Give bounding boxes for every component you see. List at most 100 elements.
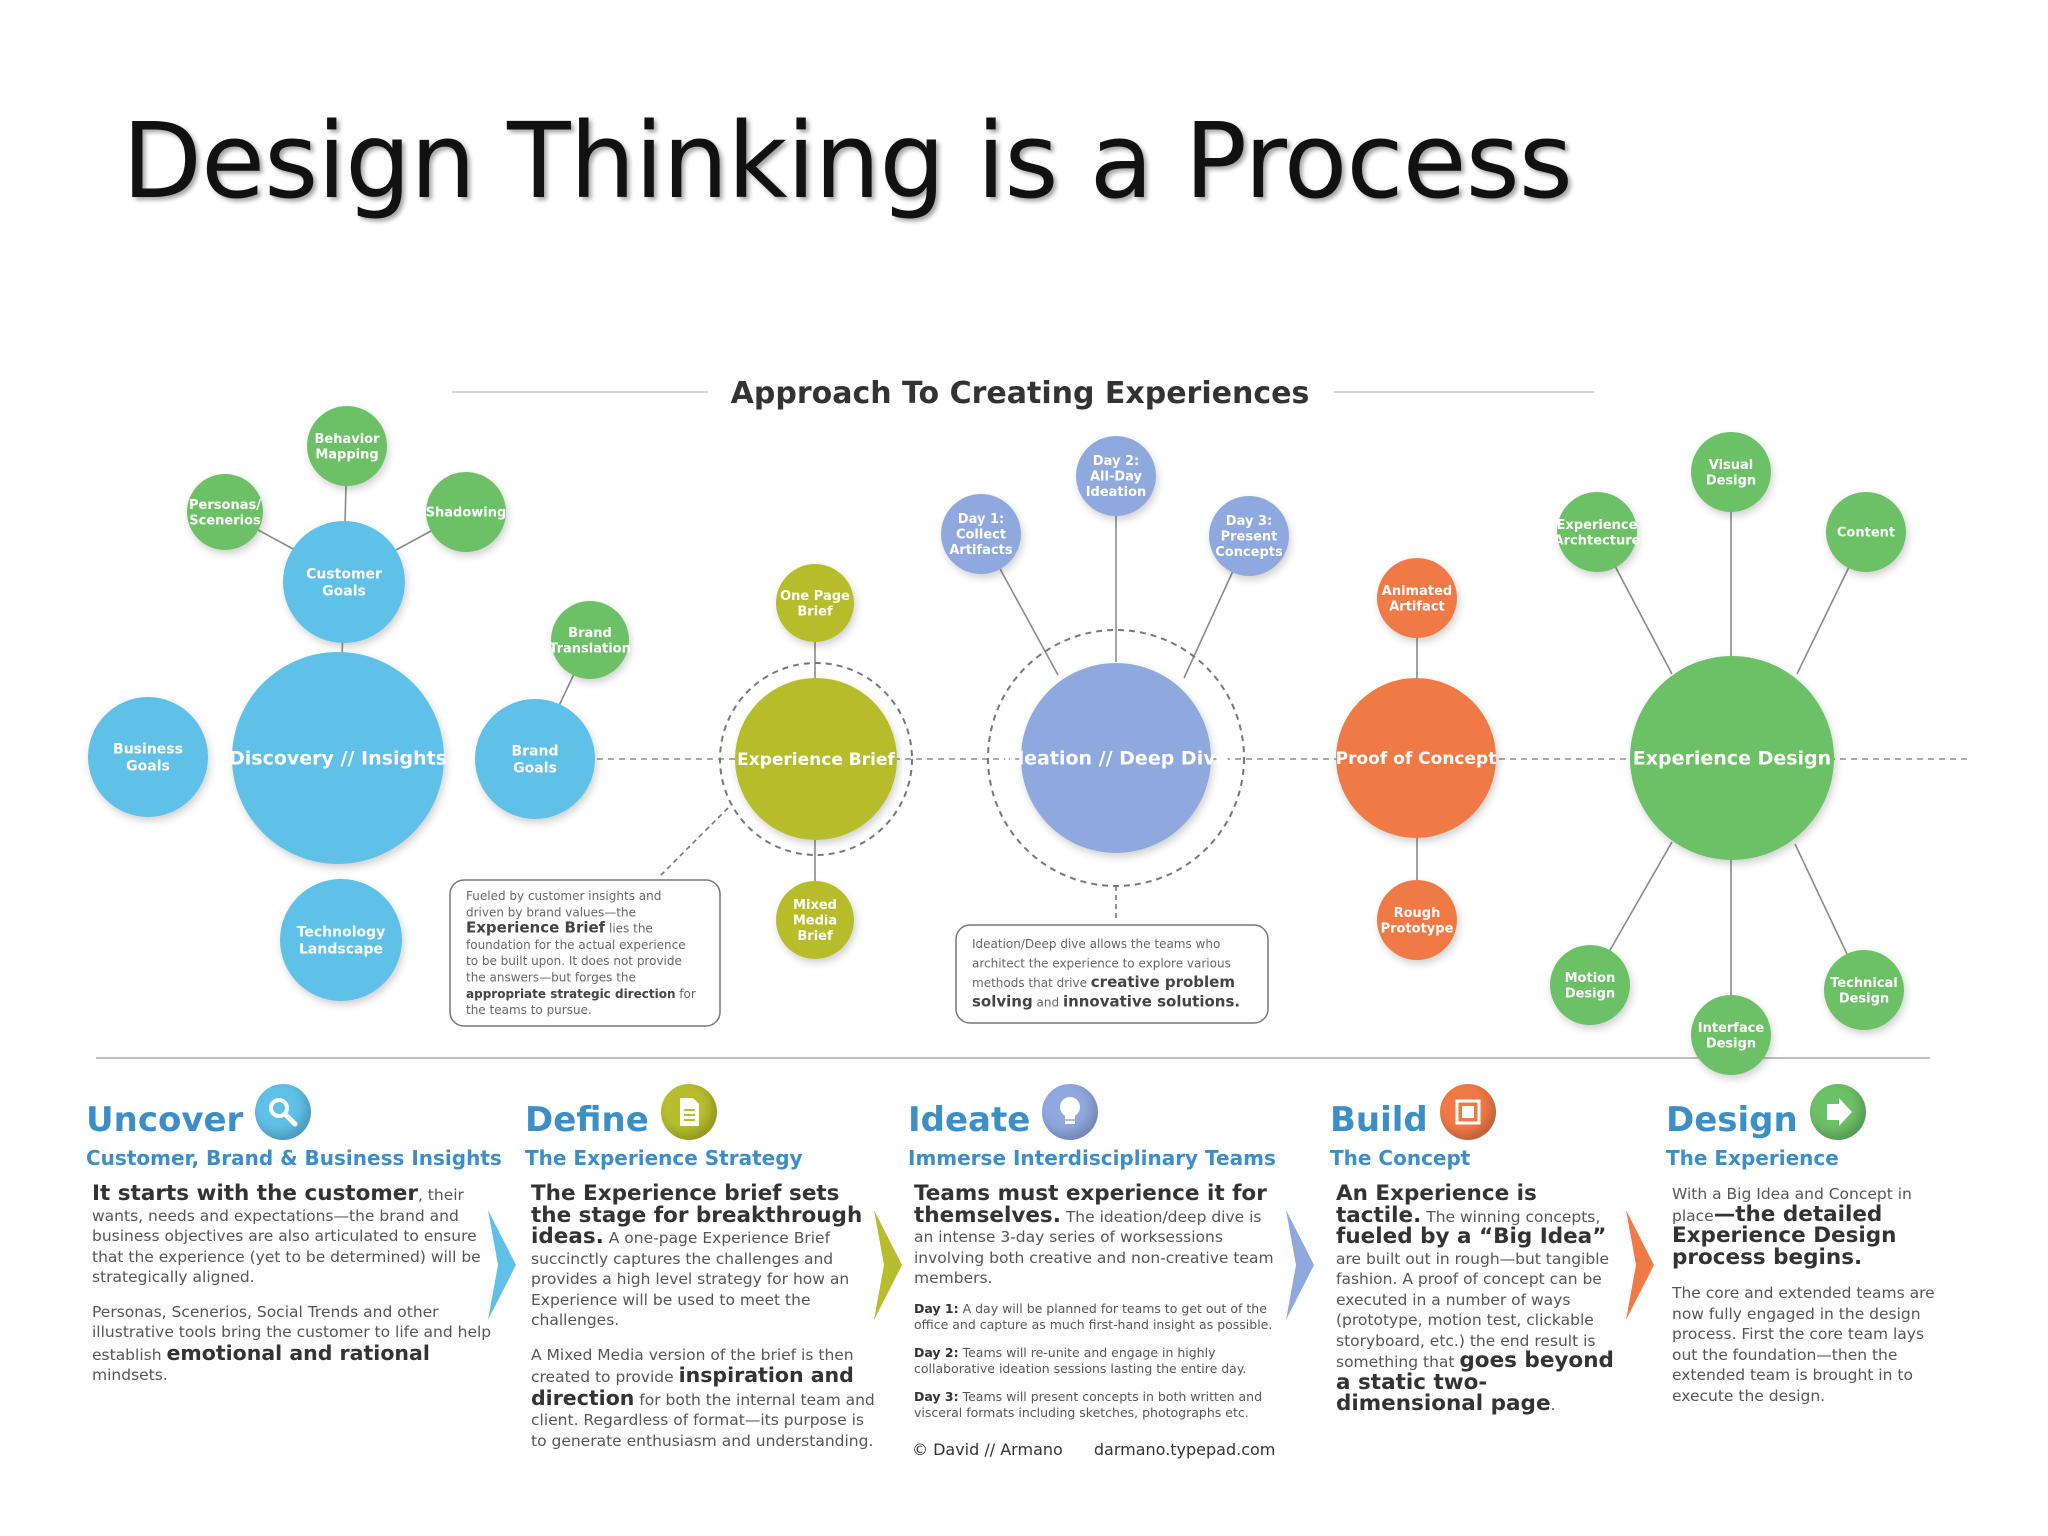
node-label: Ideation bbox=[1086, 485, 1147, 500]
node-bubble bbox=[1377, 880, 1457, 960]
callout-line: appropriate strategic direction for bbox=[466, 987, 696, 1001]
node-bubble bbox=[1209, 496, 1289, 576]
node-label: Brief bbox=[797, 929, 833, 944]
node-label: Design bbox=[1565, 986, 1615, 1001]
node-bubble bbox=[475, 699, 595, 819]
frame-icon bbox=[1439, 1084, 1496, 1140]
chevron-right-icon bbox=[1286, 1210, 1314, 1320]
credit-line: © David // Armano darmano.typepad.com bbox=[912, 1440, 1275, 1459]
hub-label: Experience Brief bbox=[737, 750, 895, 770]
hub-bubble bbox=[1021, 663, 1211, 853]
node-bubble bbox=[776, 564, 854, 642]
phase-body: Teams must experience it for themselves.… bbox=[908, 1181, 1278, 1421]
node-bubble bbox=[426, 472, 506, 552]
hub-proof-of-concept: Proof of Concept bbox=[1336, 678, 1497, 838]
callout-line: architect the experience to explore vari… bbox=[972, 957, 1231, 971]
node-label: Content bbox=[1837, 526, 1895, 541]
node-label: Personas/ bbox=[189, 498, 261, 513]
chevron-right-icon bbox=[874, 1210, 902, 1320]
phase-build: Build The Concept An Experience is tacti… bbox=[1330, 1084, 1620, 1416]
diagram-title: Approach To Creating Experiences bbox=[731, 376, 1310, 411]
node-label: Customer bbox=[306, 567, 382, 583]
phase-define: Define The Experience Strategy The Exper… bbox=[525, 1084, 877, 1451]
node-label: Goals bbox=[513, 760, 557, 776]
phase-body: With a Big Idea and Concept in place—the… bbox=[1666, 1184, 1946, 1406]
callout-line: solving and innovative solutions. bbox=[972, 993, 1240, 1011]
phase-title: Define bbox=[525, 1100, 649, 1140]
node-label: Goals bbox=[126, 758, 170, 774]
node-label: Brand bbox=[568, 626, 612, 641]
phase-title: Uncover bbox=[86, 1100, 244, 1140]
hub-discovery-insights: Discovery // Insights bbox=[229, 652, 447, 864]
credit-author: © David // Armano bbox=[912, 1440, 1063, 1459]
phase-ideate: Ideate Immerse Interdisciplinary Teams T… bbox=[908, 1084, 1278, 1421]
phase-paragraph: Day 3: Teams will present concepts in bo… bbox=[914, 1388, 1263, 1420]
node-bubble bbox=[776, 881, 854, 959]
node-label: Present bbox=[1221, 530, 1278, 545]
phase-paragraph: With a Big Idea and Concept in place—the… bbox=[1672, 1185, 1912, 1270]
node-label: Design bbox=[1706, 473, 1756, 488]
node-bubble bbox=[1824, 950, 1904, 1030]
node-shadowing: Shadowing bbox=[426, 472, 507, 552]
callout-line: Experience Brief lies the bbox=[466, 919, 653, 937]
node-label: Day 2: bbox=[1093, 454, 1139, 469]
node-label: Experience bbox=[1557, 518, 1638, 533]
node-label: Artifacts bbox=[949, 543, 1012, 558]
node-bubble bbox=[1691, 432, 1771, 512]
phase-body: It starts with the customer, their wants… bbox=[86, 1183, 496, 1386]
callout-frame bbox=[449, 879, 721, 1027]
phase-subtitle: The Experience Strategy bbox=[525, 1146, 803, 1170]
callout-line: methods that drive creative problem bbox=[972, 973, 1235, 991]
hub-bubble bbox=[1336, 678, 1496, 838]
callout-line: driven by brand values—the bbox=[466, 905, 636, 919]
phase-title: Ideate bbox=[908, 1100, 1031, 1140]
phase-uncover: Uncover Customer, Brand & Business Insig… bbox=[86, 1084, 502, 1386]
node-label: Artifact bbox=[1389, 599, 1445, 614]
credit-site: darmano.typepad.com bbox=[1093, 1440, 1276, 1459]
chevron-right-icon bbox=[488, 1210, 516, 1320]
node-label: Shadowing bbox=[426, 506, 507, 521]
hub-label: Ideation // Deep Dive bbox=[1004, 748, 1229, 770]
node-bubble bbox=[551, 601, 629, 679]
node-bubble bbox=[280, 879, 402, 1001]
hub-label: Proof of Concept bbox=[1336, 749, 1497, 769]
phase-body: The Experience brief sets the stage for … bbox=[525, 1183, 877, 1451]
node-bubble bbox=[1550, 945, 1630, 1025]
callout-line: the teams to pursue. bbox=[466, 1003, 592, 1017]
phase-paragraph: Teams must experience it for themselves.… bbox=[914, 1181, 1274, 1287]
node-bubble bbox=[941, 494, 1021, 574]
node-label: Behavior bbox=[314, 432, 380, 447]
phase-title: Design bbox=[1666, 1100, 1798, 1140]
node-bubble bbox=[88, 697, 208, 817]
hub-ring bbox=[719, 662, 913, 856]
node-label: Archtecture bbox=[1554, 533, 1641, 548]
node-label: Prototype bbox=[1381, 921, 1454, 936]
phase-design: Design The Experience With a Big Idea an… bbox=[1666, 1084, 1946, 1406]
node-label: Translation bbox=[549, 641, 631, 656]
hub-experience-brief: Experience Brief bbox=[735, 678, 897, 840]
node-label: Day 3: bbox=[1226, 514, 1272, 529]
phase-subtitle: Immerse Interdisciplinary Teams bbox=[908, 1146, 1276, 1170]
node-label: Mixed bbox=[793, 898, 837, 913]
phase-paragraph: The core and extended teams are now full… bbox=[1672, 1284, 1935, 1405]
node-label: Day 1: bbox=[958, 512, 1004, 527]
phase-paragraph: Personas, Scenerios, Social Trends and o… bbox=[92, 1302, 492, 1385]
slide-title: Design Thinking is a Process bbox=[122, 100, 1573, 222]
callout-line: to be built upon. It does not provide bbox=[466, 954, 682, 968]
magnifier-icon bbox=[255, 1084, 312, 1140]
phase-body: An Experience is tactile. The winning co… bbox=[1330, 1183, 1620, 1416]
phase-paragraph: Day 1: A day will be planned for teams t… bbox=[914, 1300, 1273, 1332]
node-bubble bbox=[283, 521, 405, 643]
